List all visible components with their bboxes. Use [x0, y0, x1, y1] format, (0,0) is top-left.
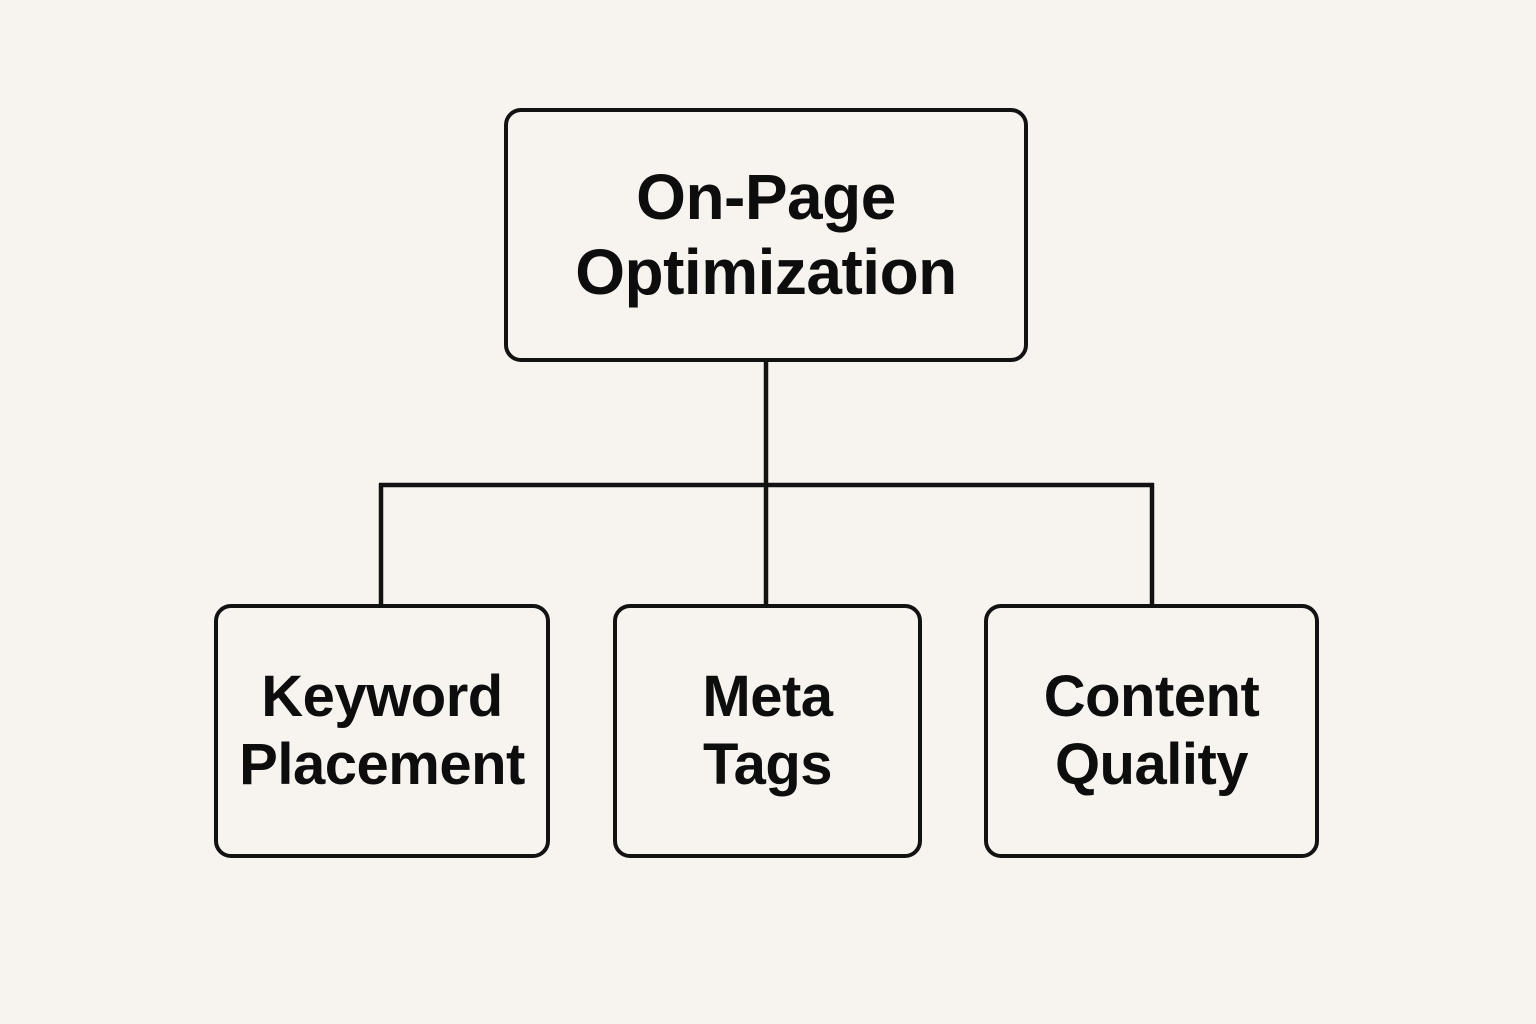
node-content-quality[interactable]: Content Quality [984, 604, 1319, 858]
node-keyword-placement[interactable]: Keyword Placement [214, 604, 550, 858]
node-label-on-page-optimization: On-Page Optimization [575, 161, 957, 308]
node-on-page-optimization[interactable]: On-Page Optimization [504, 108, 1028, 362]
node-label-meta-tags: Meta Tags [702, 663, 833, 797]
node-label-content-quality: Content Quality [1043, 663, 1260, 797]
node-meta-tags[interactable]: Meta Tags [613, 604, 922, 858]
node-label-keyword-placement: Keyword Placement [239, 663, 525, 797]
